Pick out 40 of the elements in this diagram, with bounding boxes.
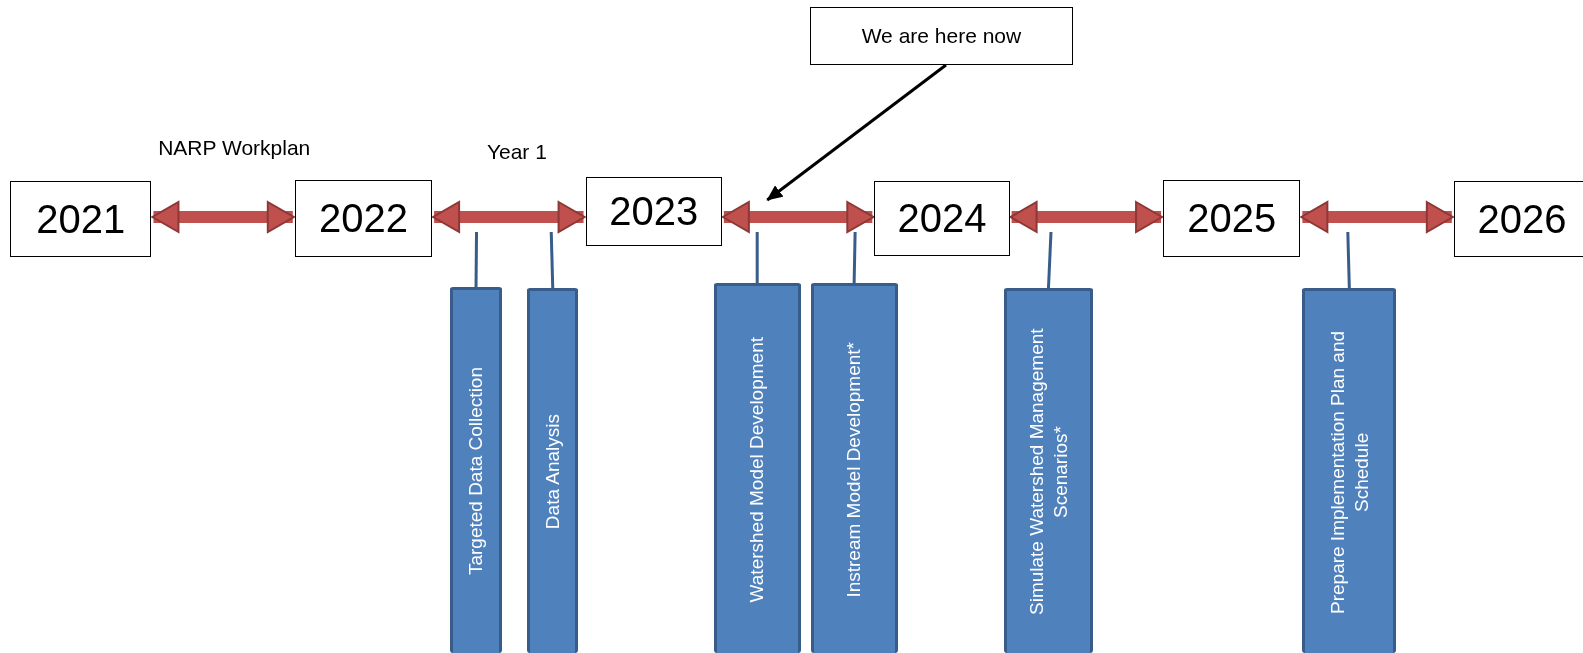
task-bar [1003,288,1094,653]
year-box [294,180,433,257]
period-label: NARP Workplan [158,136,311,160]
double-arrow [151,201,295,233]
callout-box [809,7,1074,65]
task-label: Simulate Watershed Management Scenarios* [1024,327,1072,618]
task-bar [810,283,898,653]
double-arrow [432,201,586,233]
connector-line [755,232,759,283]
double-arrow [721,201,875,233]
task-label: Watershed Model Development [745,336,769,603]
period-label: Year 1 [486,140,547,164]
year-label: 2024 [897,196,987,241]
double-arrow [1300,201,1454,233]
task-bar [713,283,801,653]
year-label: 2021 [36,196,126,242]
double-arrow [1009,201,1164,233]
connector-line [1046,231,1053,289]
task-label: Prepare Implementation Plan and Schedule [1325,329,1373,616]
year-label: 2026 [1477,196,1567,242]
task-bar [527,288,579,653]
year-box [1163,180,1301,257]
arrow [766,63,947,202]
callout-text: We are here now [861,24,1022,48]
task-bar [450,287,502,653]
year-box [10,181,152,257]
year-label: 2023 [609,189,699,234]
year-label: 2025 [1187,196,1277,241]
task-bar [1302,288,1397,653]
task-label: Targeted Data Collection [464,367,488,576]
task-label: Instream Model Development* [842,341,866,598]
year-box [1453,181,1583,257]
connector-line [852,231,857,284]
connector-line [549,231,555,289]
connector-line [1346,231,1351,289]
year-box [874,181,1010,256]
task-label: Data Analysis [540,414,564,530]
year-label: 2022 [318,196,408,241]
year-box [585,177,722,246]
connector-line [474,232,479,287]
